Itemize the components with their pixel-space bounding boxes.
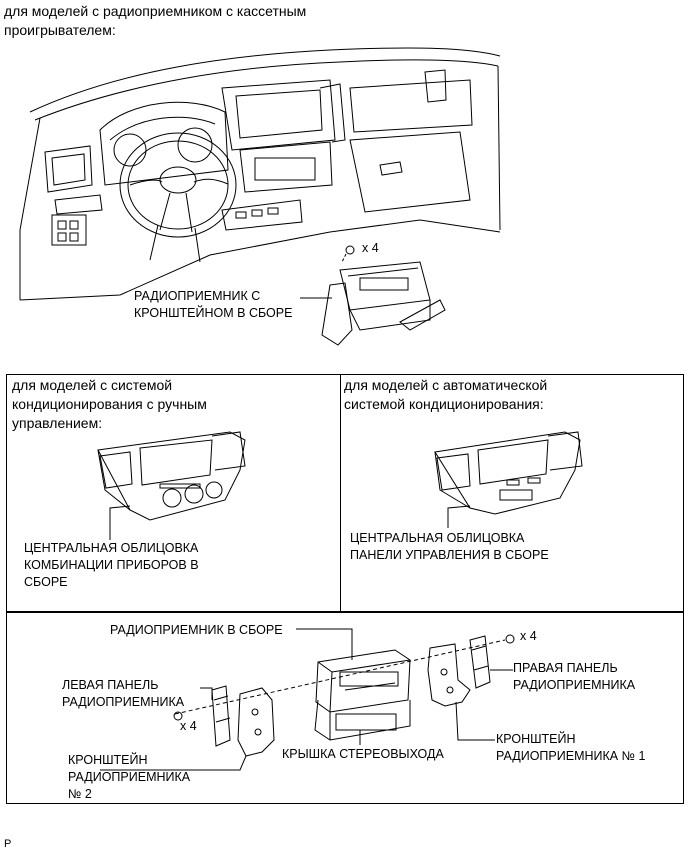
auto-ac-part-label: ЦЕНТРАЛЬНАЯ ОБЛИЦОВКА ПАНЕЛИ УПРАВЛЕНИЯ … — [350, 531, 549, 562]
screw-quantity-left: x 4 — [180, 719, 197, 733]
manual-ac-heading: для моделей с системой кондиционирования… — [12, 377, 207, 431]
manual-ac-bezel-drawing — [98, 432, 245, 520]
right-panel-part — [470, 636, 490, 688]
screw-right — [506, 635, 514, 643]
auto-ac-heading: для моделей с автоматической системой ко… — [344, 377, 548, 412]
left-panel-part — [212, 686, 230, 746]
radio-with-bracket-drawing — [322, 246, 445, 345]
top-heading: для моделей с радиоприемником с кассетны… — [4, 3, 307, 38]
bracket-1-part — [428, 644, 470, 706]
radio-with-bracket-label: РАДИОПРИЕМНИК С КРОНШТЕЙНОМ В СБОРЕ — [134, 289, 293, 320]
middle-panel-frame — [6, 374, 684, 612]
right-panel-label: ПРАВАЯ ПАНЕЛЬ РАДИОПРИЕМНИКА — [513, 661, 636, 692]
middle-divider — [340, 374, 341, 612]
screw-quantity-right: x 4 — [520, 629, 537, 643]
bracket-1-label: КРОНШТЕЙН РАДИОПРИЕМНИКА № 1 — [496, 732, 646, 763]
radio-assembly-label: РАДИОПРИЕМНИК В СБОРЕ — [110, 623, 283, 637]
radio-head-unit-drawing — [315, 650, 410, 740]
screw-left — [174, 712, 182, 720]
bottom-panel-frame — [6, 612, 684, 804]
left-panel-label: ЛЕВАЯ ПАНЕЛЬ РАДИОПРИЕМНИКА — [62, 678, 185, 709]
manual-ac-part-label: ЦЕНТРАЛЬНАЯ ОБЛИЦОВКА КОМБИНАЦИИ ПРИБОРО… — [24, 541, 199, 589]
footer-code: P — [4, 838, 12, 850]
bracket-2-label: КРОНШТЕЙН РАДИОПРИЕМНИКА № 2 — [68, 753, 191, 801]
stereo-cover-label: КРЫШКА СТЕРЕОВЫХОДА — [282, 747, 444, 761]
screw-quantity-top: x 4 — [362, 241, 379, 255]
bracket-2-part — [238, 688, 274, 756]
auto-ac-bezel-drawing — [435, 432, 582, 514]
